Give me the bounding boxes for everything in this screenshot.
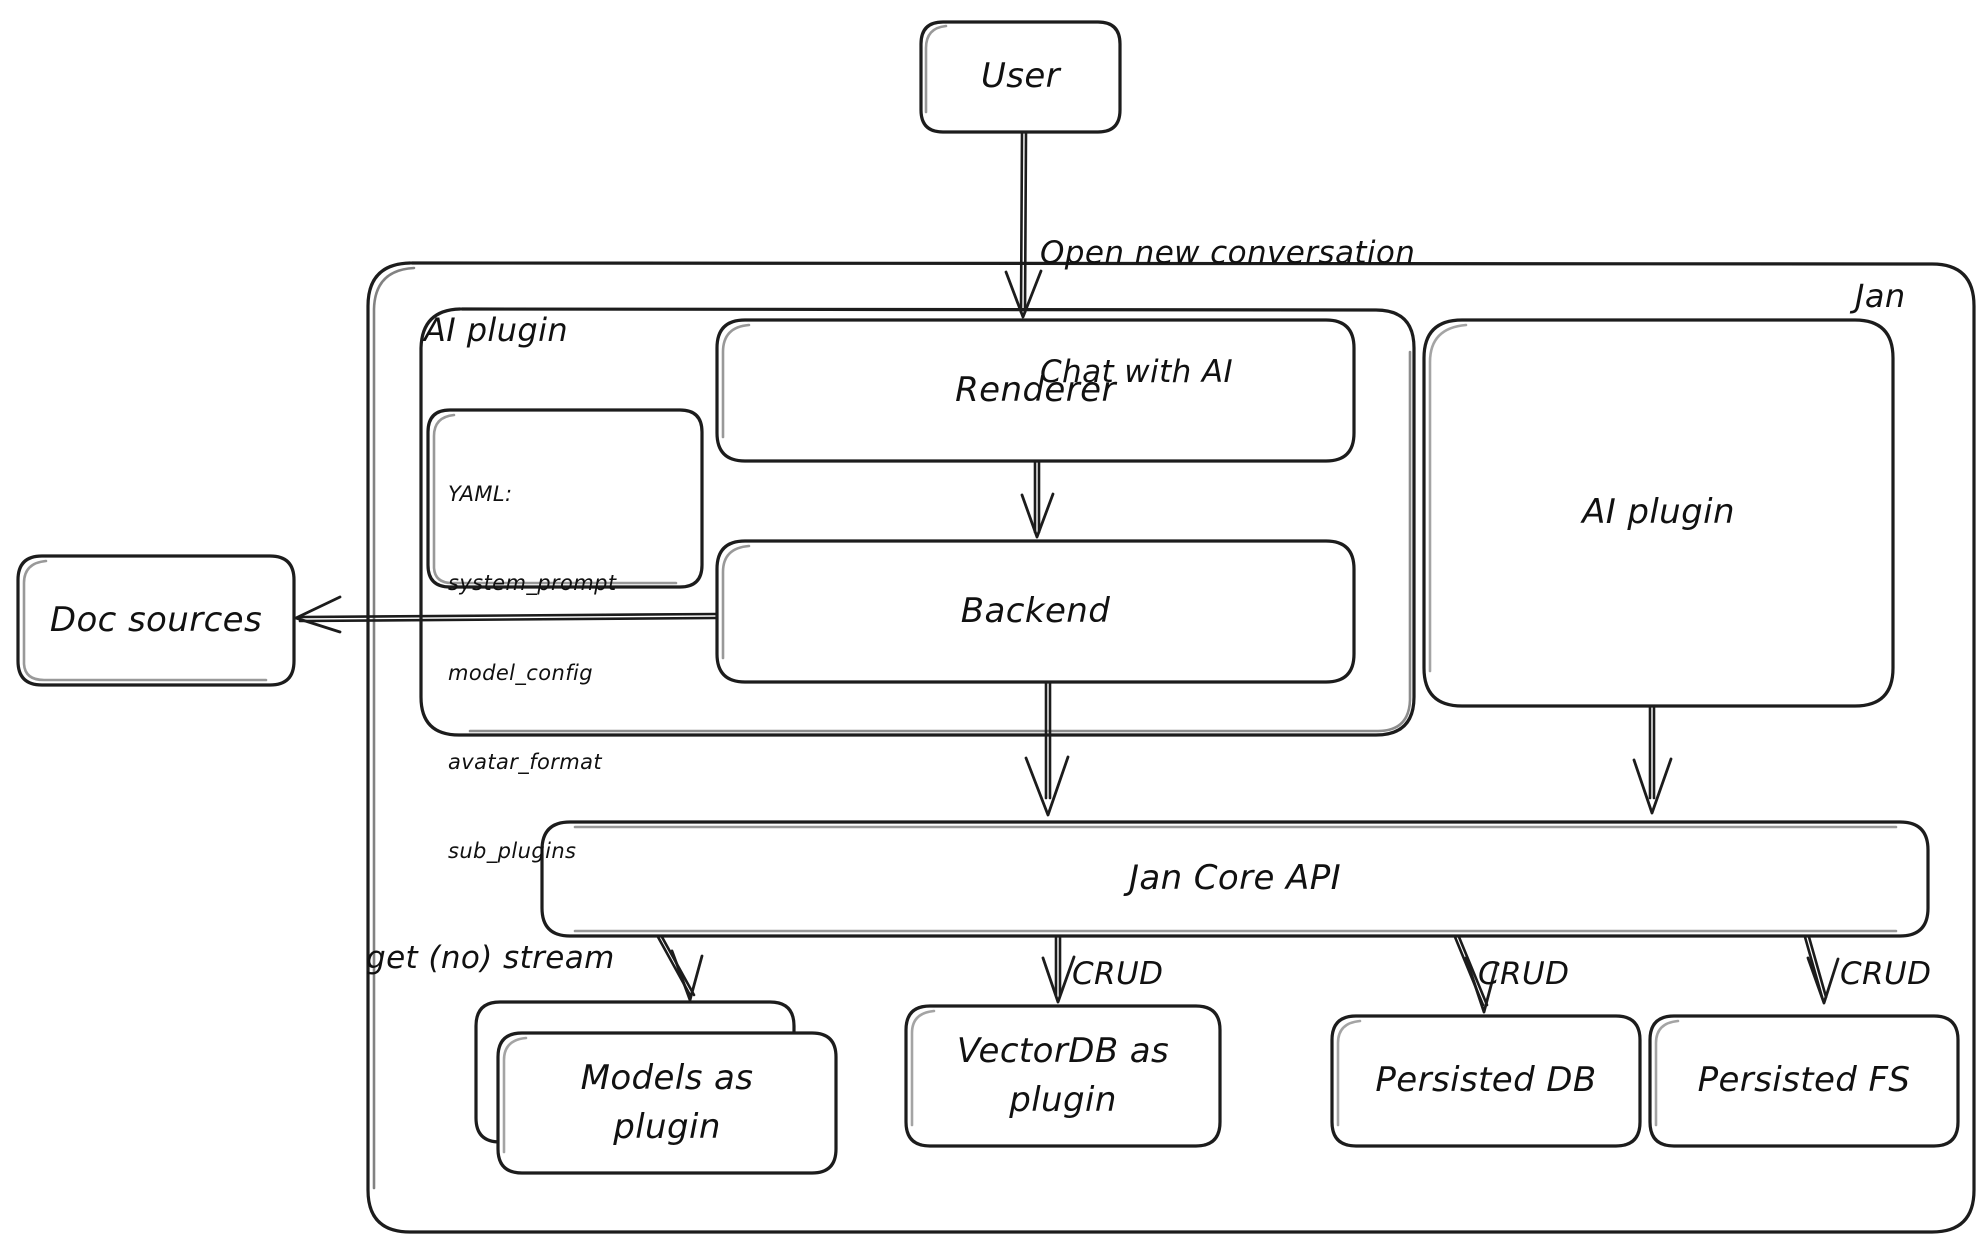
edge-label-get-no-stream: get (no) stream <box>366 940 615 976</box>
ai-plugin-container-label: AI plugin <box>424 311 569 349</box>
edge-label-crud-persisted-fs: CRUD <box>1840 956 1932 992</box>
yaml-note-shape <box>426 408 704 589</box>
persisted-db-box[interactable]: Persisted DB <box>1332 1016 1640 1146</box>
edge-backend-to-doc-sources <box>294 595 718 634</box>
backend-box[interactable]: Backend <box>717 541 1354 682</box>
edge-core-api-to-vectordb <box>1041 935 1076 1004</box>
persisted-fs-box[interactable]: Persisted FS <box>1650 1016 1958 1146</box>
doc-sources-box-shape <box>16 554 296 687</box>
ai-plugin-right-label: AI plugin <box>1582 492 1735 533</box>
backend-box-shape <box>715 539 1356 684</box>
persisted-db-label: Persisted DB <box>1375 1060 1597 1101</box>
models-plugin-box[interactable]: Models as plugin <box>498 1033 836 1173</box>
user-label: User <box>980 56 1061 97</box>
vectordb-plugin-box[interactable]: VectorDB as plugin <box>906 1006 1220 1146</box>
yaml-note: YAML: system_prompt model_config avatar_… <box>448 420 698 927</box>
models-plugin-label: Models as plugin <box>580 1057 754 1147</box>
edge-label-user-flow-line2: Chat with AI <box>1040 354 1234 391</box>
jan-container-label: Jan <box>1855 277 1906 315</box>
user-box[interactable]: User <box>921 22 1120 132</box>
persisted-fs-box-shape <box>1648 1014 1960 1148</box>
edge-core-api-to-persisted-fs <box>1803 935 1840 1005</box>
vectordb-plugin-label: VectorDB as plugin <box>956 1030 1170 1120</box>
edge-label-crud-persisted-db: CRUD <box>1478 956 1570 992</box>
renderer-box[interactable]: Renderer <box>717 320 1354 461</box>
edge-label-user-flow: Open new conversation Chat with AI <box>1040 155 1415 472</box>
vectordb-plugin-box-shape <box>904 1004 1222 1148</box>
edge-label-user-flow-line1: Open new conversation <box>1040 235 1416 272</box>
edge-backend-to-core-api <box>1024 681 1070 817</box>
ai-plugin-right-box[interactable]: AI plugin <box>1424 320 1893 706</box>
doc-sources-label: Doc sources <box>49 599 263 640</box>
yaml-key-system-prompt: system_prompt <box>448 571 617 596</box>
jan-core-api-label: Jan Core API <box>1128 858 1342 899</box>
backend-label: Backend <box>960 590 1111 631</box>
user-box-shape <box>919 20 1122 134</box>
edge-core-api-to-models <box>656 935 704 1002</box>
edge-renderer-to-backend <box>1020 460 1055 539</box>
yaml-key-sub-plugins: sub_plugins <box>448 839 577 864</box>
edge-core-api-to-persisted-db <box>1453 935 1499 1014</box>
edge-label-crud-vectordb: CRUD <box>1072 956 1164 992</box>
ai-plugin-right-box-shape <box>1422 318 1895 708</box>
renderer-label: Renderer <box>955 369 1116 410</box>
edge-user-to-renderer <box>1004 131 1043 319</box>
edge-ai-plugin-to-core-api <box>1632 705 1673 815</box>
doc-sources-box[interactable]: Doc sources <box>18 556 294 685</box>
yaml-key-avatar-format: avatar_format <box>448 749 603 774</box>
yaml-heading: YAML: <box>448 481 513 506</box>
jan-core-api-box-shape <box>540 820 1930 938</box>
models-plugin-box-shape <box>474 1000 838 1175</box>
yaml-key-model-config: model_config <box>448 660 593 685</box>
ai-plugin-container-shape <box>419 307 1416 737</box>
jan-container-shape <box>366 261 1976 1234</box>
jan-core-api-box[interactable]: Jan Core API <box>542 822 1928 936</box>
renderer-box-shape <box>715 318 1356 463</box>
persisted-fs-label: Persisted FS <box>1697 1060 1911 1101</box>
persisted-db-box-shape <box>1330 1014 1642 1148</box>
